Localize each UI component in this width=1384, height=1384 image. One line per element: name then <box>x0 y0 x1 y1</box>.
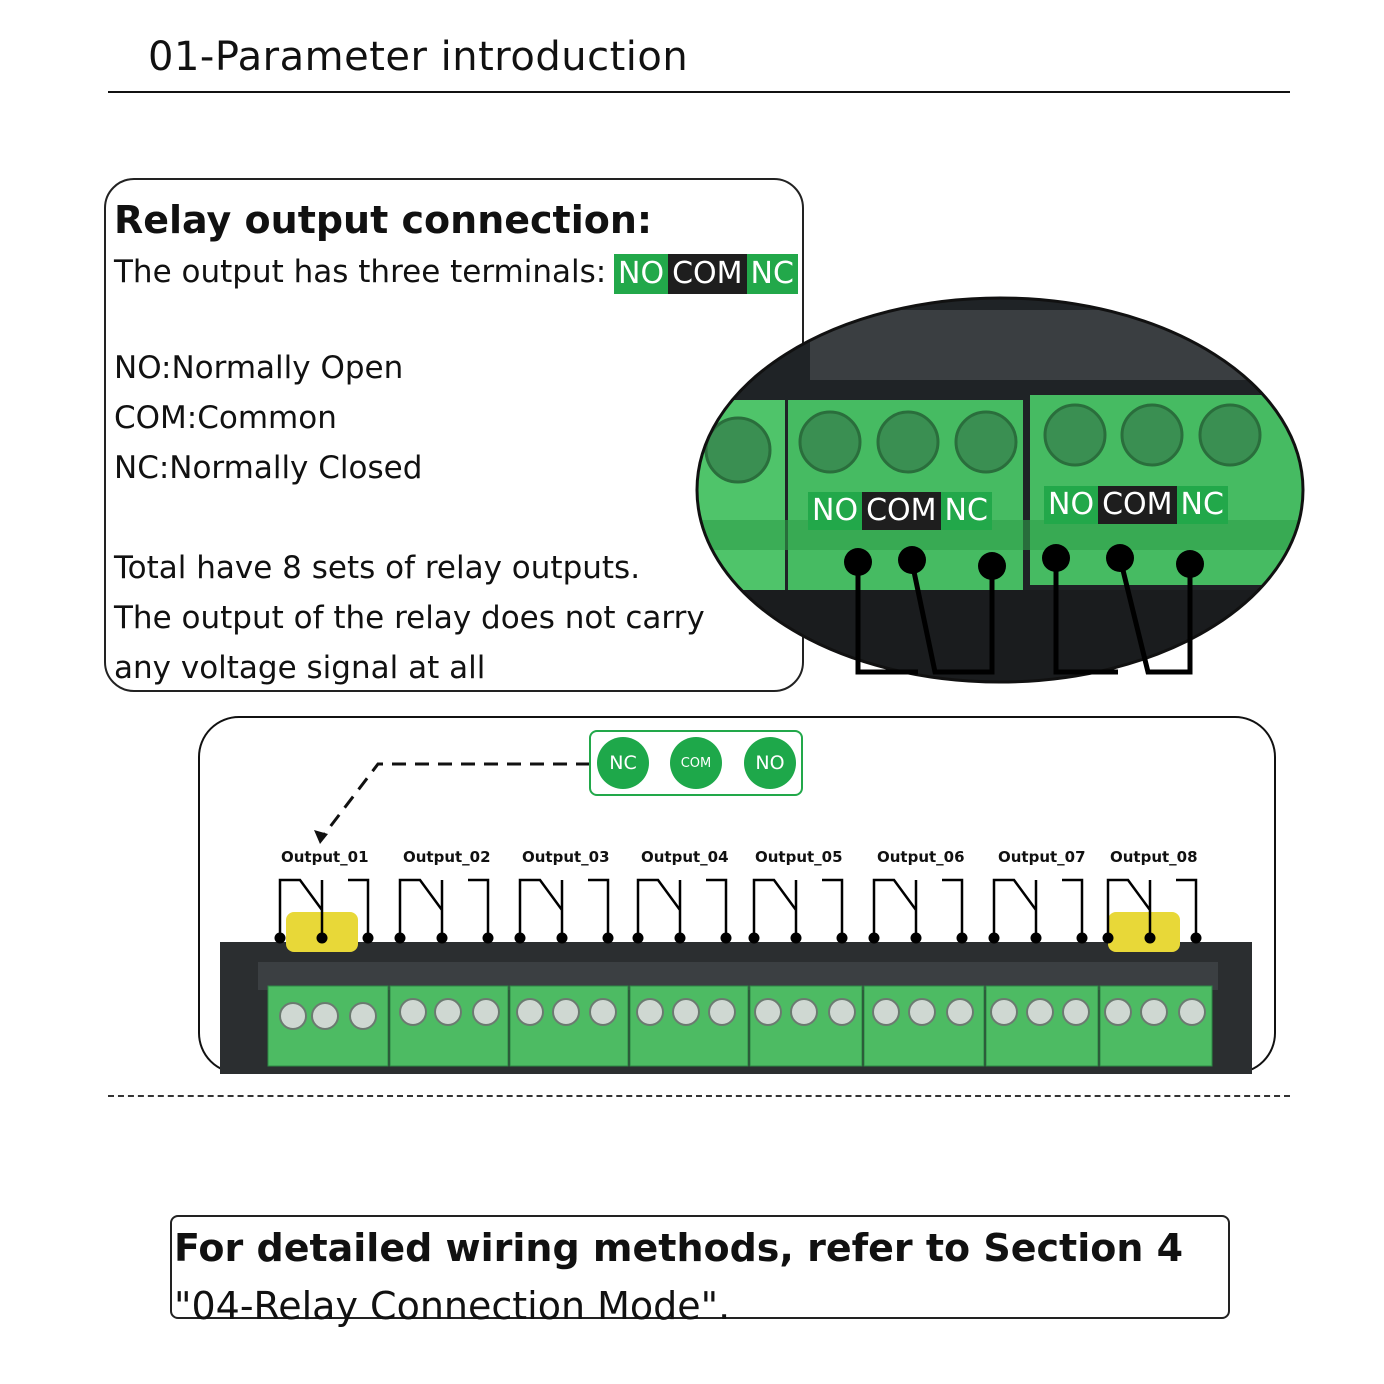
terminal-dot <box>1144 932 1156 944</box>
relay-symbol-3 <box>518 878 610 938</box>
terminal-dot <box>674 932 686 944</box>
legend-no: NO <box>744 737 796 789</box>
note-line-2: any voltage signal at all <box>114 650 486 686</box>
output-label-04: Output_04 <box>641 848 729 866</box>
tag-com: COM <box>668 254 747 294</box>
output-label-01: Output_01 <box>281 848 369 866</box>
output-label-06: Output_06 <box>877 848 965 866</box>
tag-nc: NC <box>746 254 798 294</box>
page-title: 01-Parameter introduction <box>148 34 689 80</box>
footer-line-2: "04-Relay Connection Mode". <box>174 1284 731 1328</box>
closeup-tag-nc: NC <box>940 492 992 530</box>
title-divider <box>108 91 1290 93</box>
terminal-dot <box>362 932 374 944</box>
terminal-dot <box>1190 932 1202 944</box>
output-label-08: Output_08 <box>1110 848 1198 866</box>
terminal-dot <box>748 932 760 944</box>
terminal-dot <box>910 932 922 944</box>
closeup-tag-no: NO <box>1044 486 1099 524</box>
terminal-dot <box>394 932 406 944</box>
terminal-dot <box>790 932 802 944</box>
total-outputs-line: Total have 8 sets of relay outputs. <box>114 550 641 586</box>
note-line-1: The output of the relay does not carry <box>114 600 705 636</box>
terminal-tags: NO COM NC <box>614 254 798 294</box>
output-label-07: Output_07 <box>998 848 1086 866</box>
terminal-dot <box>274 932 286 944</box>
terminal-dot <box>602 932 614 944</box>
closeup-tag-no: NO <box>808 492 863 530</box>
closeup-tag-com: COM <box>1098 486 1177 524</box>
legend-nc: NC <box>597 737 649 789</box>
terminal-dot <box>1030 932 1042 944</box>
tag-no: NO <box>614 254 669 294</box>
relay-symbol-1 <box>278 878 370 938</box>
relay-symbol-6 <box>872 878 964 938</box>
relay-symbol-4 <box>636 878 728 938</box>
output-label-03: Output_03 <box>522 848 610 866</box>
terminals-line: The output has three terminals: <box>114 254 607 290</box>
terminal-dot <box>1076 932 1088 944</box>
legend-com: COM <box>670 737 722 789</box>
terminal-dot <box>514 932 526 944</box>
relay-symbol-5 <box>752 878 844 938</box>
closeup-tags-b: NO COM NC <box>1044 486 1228 524</box>
terminal-dot <box>868 932 880 944</box>
terminal-dot <box>436 932 448 944</box>
closeup-tag-nc: NC <box>1176 486 1228 524</box>
closeup-tag-com: COM <box>862 492 941 530</box>
output-label-02: Output_02 <box>403 848 491 866</box>
terminal-dot <box>316 932 328 944</box>
terminal-dot <box>482 932 494 944</box>
relay-symbol-7 <box>992 878 1084 938</box>
terminal-dot <box>556 932 568 944</box>
definition-com: COM:Common <box>114 400 337 436</box>
section-divider <box>108 1095 1290 1097</box>
definition-no: NO:Normally Open <box>114 350 404 386</box>
terminal-dot <box>632 932 644 944</box>
footer-line-1: For detailed wiring methods, refer to Se… <box>174 1226 1184 1270</box>
terminal-dot <box>956 932 968 944</box>
closeup-tags-a: NO COM NC <box>808 492 992 530</box>
terminal-dot <box>988 932 1000 944</box>
terminal-dot <box>1102 932 1114 944</box>
relay-symbol-8 <box>1106 878 1198 938</box>
footer-note-box <box>170 1215 1230 1319</box>
output-label-05: Output_05 <box>755 848 843 866</box>
board-panel <box>198 716 1276 1074</box>
terminal-dot <box>720 932 732 944</box>
definition-nc: NC:Normally Closed <box>114 450 423 486</box>
relay-symbol-2 <box>398 878 490 938</box>
terminal-dot <box>836 932 848 944</box>
info-heading: Relay output connection: <box>114 198 653 242</box>
legend-box <box>589 730 803 796</box>
